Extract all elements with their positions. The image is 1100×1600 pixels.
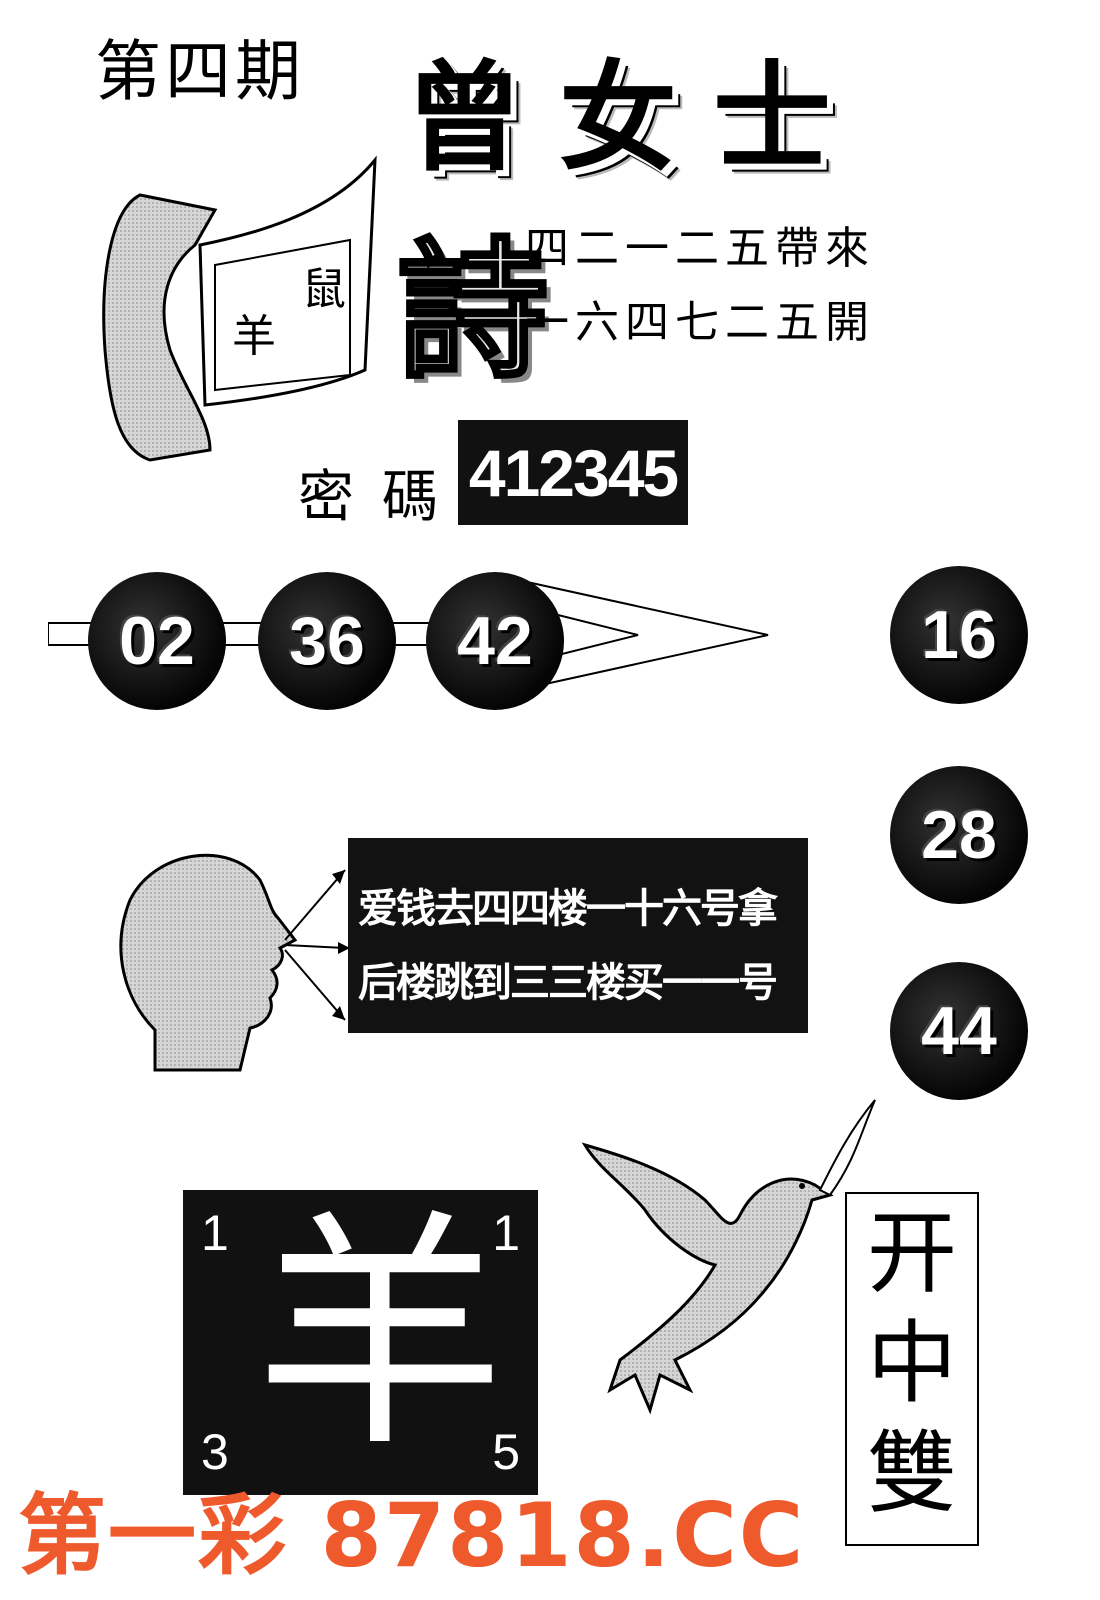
watermark: 第一彩 87818.CC	[18, 1484, 806, 1587]
number-ball: 28	[890, 766, 1028, 904]
number-ball: 36	[258, 572, 396, 710]
number-ball: 16	[890, 566, 1028, 704]
vertical-text-box: 开 中 雙	[845, 1192, 979, 1546]
paper-sheet-icon	[198, 155, 377, 407]
corner-number-top-right: 1	[492, 1205, 520, 1261]
message-line-1: 爱钱去四四楼一十六号拿	[358, 886, 778, 932]
poem-label: 詩	[396, 223, 550, 401]
code-value: 412345	[458, 420, 688, 525]
message-box: 爱钱去四四楼一十六号拿 后楼跳到三三楼买一一号	[348, 838, 808, 1033]
number-ball: 42	[426, 572, 564, 710]
poem-line-2: 一六四七二五開	[525, 297, 875, 348]
zodiac-box: 1 1 3 5 羊	[183, 1190, 538, 1495]
corner-number-top-left: 1	[201, 1205, 229, 1261]
vertical-char-1: 开	[867, 1201, 957, 1306]
number-ball: 44	[890, 962, 1028, 1100]
number-ball: 02	[88, 572, 226, 710]
corner-number-bottom-left: 3	[201, 1424, 229, 1480]
vertical-char-3: 雙	[867, 1421, 957, 1526]
issue-number: 第四期	[95, 33, 305, 110]
phone-receiver-icon	[102, 193, 218, 462]
vertical-char-2: 中	[867, 1311, 957, 1416]
corner-number-bottom-right: 5	[492, 1424, 520, 1480]
page-title: 曾女士	[405, 48, 868, 187]
paper-char-top: 鼠	[302, 264, 346, 315]
poem-line-1: 四二一二五帶來	[525, 223, 875, 274]
zodiac-char: 羊	[255, 1189, 505, 1480]
message-line-2: 后楼跳到三三楼买一一号	[358, 960, 778, 1006]
head-speaking-icon	[119, 853, 350, 1072]
dove-icon	[581, 1099, 876, 1415]
paper-char-bottom: 羊	[232, 311, 276, 362]
code-label: 密碼	[298, 465, 466, 530]
